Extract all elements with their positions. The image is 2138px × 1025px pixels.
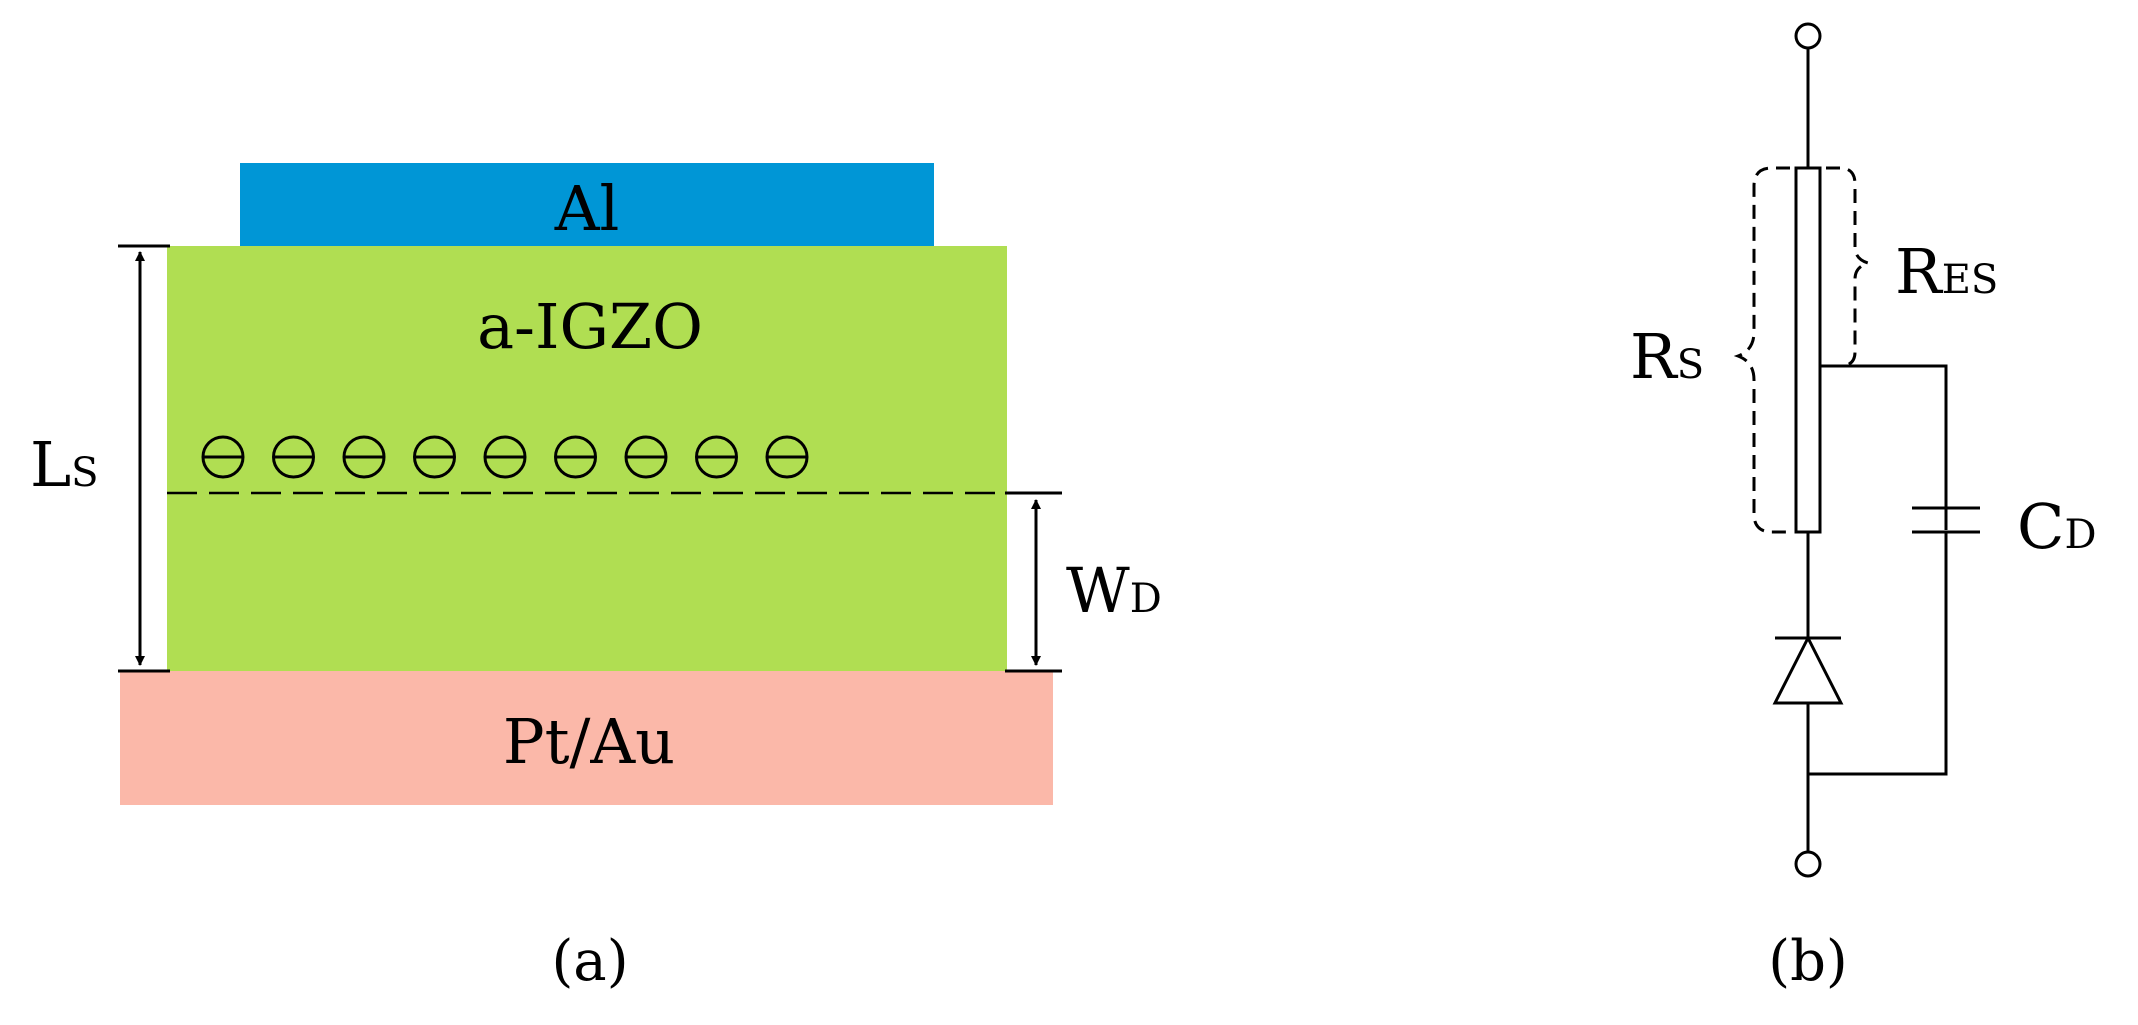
panel-a-device-structure: Al a-IGZO Pt/Au LS WD (a)	[30, 163, 1162, 994]
igzo-label: a-IGZO	[477, 290, 703, 363]
res-dashed-brace	[1826, 166, 1874, 368]
panel-b-labels: RES RS CD (b)	[1630, 235, 2097, 994]
electron-row	[201, 435, 809, 479]
ptau-label: Pt/Au	[503, 705, 675, 778]
electron-icon	[624, 435, 668, 479]
electron-icon	[201, 435, 245, 479]
electron-icon	[413, 435, 456, 479]
electron-icon	[554, 435, 597, 479]
ls-label: LS	[30, 428, 99, 501]
electron-icon	[695, 435, 738, 479]
bottom-terminal	[1794, 850, 1822, 878]
cap-branch-top	[1820, 364, 1948, 530]
rs-dashed-brace	[1733, 166, 1790, 534]
al-top-electrode	[240, 163, 934, 248]
rs-label: RS	[1630, 320, 1704, 393]
top-terminal	[1794, 22, 1822, 50]
panel-b-equivalent-circuit	[1733, 22, 1980, 878]
caption-b: (b)	[1768, 929, 1848, 994]
electron-icon	[483, 435, 527, 479]
diode-symbol	[1772, 634, 1844, 705]
res-label: RES	[1895, 235, 1998, 308]
ptau-bottom-electrode	[120, 671, 1053, 805]
electron-icon	[765, 435, 809, 479]
electron-icon	[342, 435, 386, 479]
electron-icon	[272, 435, 315, 479]
wd-label: WD	[1066, 554, 1162, 627]
caption-a: (a)	[551, 929, 628, 994]
al-label: Al	[554, 172, 620, 245]
resistor-rs	[1794, 166, 1822, 534]
cd-label: CD	[2017, 490, 2097, 563]
cap-branch-bottom	[1808, 532, 1948, 776]
